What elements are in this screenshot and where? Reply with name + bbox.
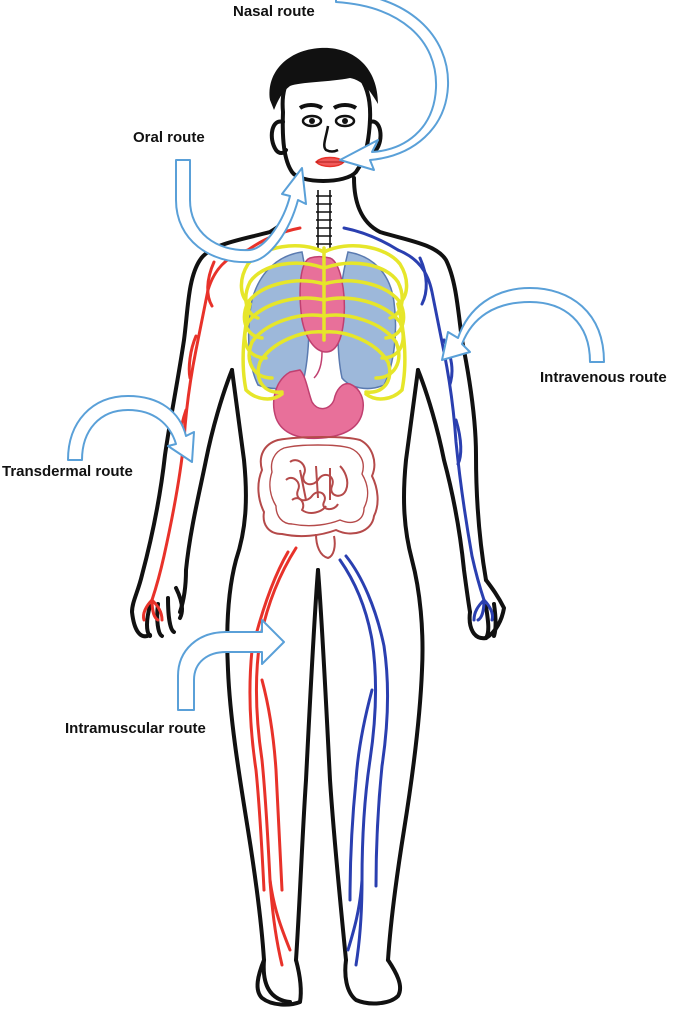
intramuscular-route-label: Intramuscular route bbox=[65, 720, 206, 737]
stomach bbox=[272, 369, 364, 440]
nose bbox=[323, 125, 339, 153]
oral-route-arrow bbox=[175, 159, 307, 264]
intravenous-route-arrow bbox=[441, 287, 605, 363]
face bbox=[269, 47, 378, 168]
oral-route-label: Oral route bbox=[133, 129, 205, 146]
intramuscular-route-arrow bbox=[177, 619, 285, 711]
veins bbox=[338, 226, 494, 967]
intravenous-route-label: Intravenous route bbox=[540, 369, 667, 386]
body-outline bbox=[130, 57, 506, 1007]
transdermal-route-label: Transdermal route bbox=[2, 463, 133, 480]
nasal-route-label: Nasal route bbox=[233, 3, 315, 20]
intestines bbox=[257, 436, 379, 559]
ribcage bbox=[239, 244, 409, 401]
hair bbox=[269, 47, 378, 110]
nasal-route-arrow bbox=[335, 0, 450, 171]
transdermal-route-arrow bbox=[67, 395, 195, 463]
trachea bbox=[316, 190, 332, 250]
